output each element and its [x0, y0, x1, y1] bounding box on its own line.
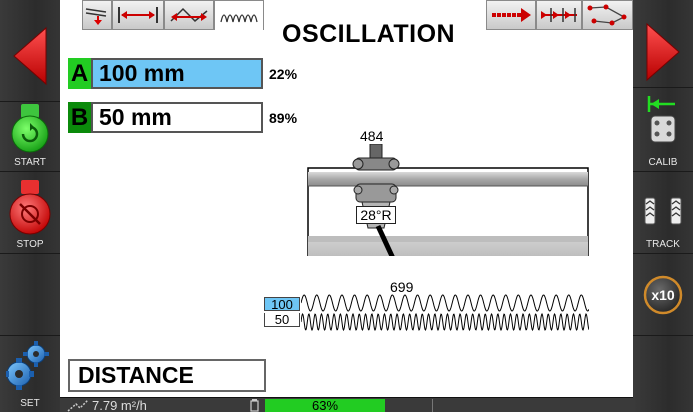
area-rate-icon [67, 399, 89, 412]
previous-button[interactable] [0, 0, 60, 102]
tab-path[interactable] [582, 0, 633, 30]
zoom-button[interactable]: x10 [633, 254, 693, 336]
param-a-row: A 100 mm [68, 57, 263, 90]
calib-label: CALIB [648, 157, 678, 168]
status-separator [432, 399, 433, 412]
arrow-left-icon [13, 26, 47, 86]
calibration-button[interactable]: CALIB [633, 88, 693, 172]
angle-path-icon [170, 7, 208, 23]
zoom-label: x10 [651, 287, 675, 303]
wave-a [301, 294, 589, 312]
width-arrow-icon [118, 7, 158, 23]
torch-angle-label: 28°R [356, 206, 396, 224]
settings-button[interactable]: SET [0, 336, 60, 412]
stop-button[interactable]: STOP [0, 172, 60, 254]
right-empty-slot [633, 336, 693, 412]
start-icon [11, 104, 49, 153]
steps-icon [541, 8, 577, 22]
progress-bar: 63% [265, 398, 385, 412]
oscillation-waves [301, 294, 589, 332]
param-a-letter: A [68, 58, 91, 89]
machine-diagram [307, 144, 589, 256]
top-value: 484 [360, 128, 384, 144]
main-panel: OSCILLATION [60, 0, 633, 412]
area-rate-text: 7.79 m²/h [92, 398, 147, 412]
path-points-icon [587, 4, 626, 26]
linear-arrow-icon [492, 8, 531, 22]
bottom-value: 699 [390, 279, 414, 295]
distance-field[interactable]: DISTANCE [68, 359, 266, 392]
wave-b [301, 312, 589, 332]
param-b-field[interactable]: 50 mm [91, 102, 263, 133]
tab-width[interactable] [112, 0, 164, 30]
left-empty-slot [0, 254, 60, 336]
tab-wind[interactable] [82, 0, 112, 30]
param-b-letter: B [68, 102, 91, 133]
wind-icon [85, 8, 107, 25]
left-sidebar: START STOP SET [0, 0, 60, 412]
track-button[interactable]: TRACK [633, 172, 693, 254]
param-b-percent: 89% [269, 110, 298, 126]
tab-wave-angle[interactable] [164, 0, 214, 30]
wave-a-label: 100 [264, 297, 300, 312]
wave-b-label: 50 [264, 313, 300, 327]
stop-icon [9, 180, 51, 235]
track-label: TRACK [646, 239, 680, 250]
oscillation-wave-icon [220, 13, 258, 22]
arrow-right-icon [646, 22, 680, 82]
tab-oscillation[interactable] [214, 0, 264, 30]
stop-label: STOP [16, 239, 44, 250]
zoom-x10-icon [643, 275, 683, 314]
progress-text: 63% [311, 398, 339, 412]
tab-linear[interactable] [486, 0, 536, 30]
mode-tab-bar: OSCILLATION [60, 0, 633, 55]
param-a-percent: 22% [269, 66, 298, 82]
start-button[interactable]: START [0, 102, 60, 172]
track-icon [644, 197, 682, 225]
right-sidebar: CALIB TRACK x10 [633, 0, 693, 412]
start-label: START [14, 157, 46, 168]
set-label: SET [20, 398, 40, 409]
page-title: OSCILLATION [282, 20, 456, 48]
next-button[interactable] [633, 0, 693, 88]
param-b-row: B 50 mm [68, 101, 263, 134]
gears-icon [6, 341, 49, 390]
tab-steps[interactable] [536, 0, 582, 30]
status-bar: 7.79 m²/h 63% [60, 397, 633, 412]
param-a-field[interactable]: 100 mm [91, 58, 263, 89]
powder-container-icon [250, 399, 259, 412]
calibration-icon [647, 96, 676, 143]
